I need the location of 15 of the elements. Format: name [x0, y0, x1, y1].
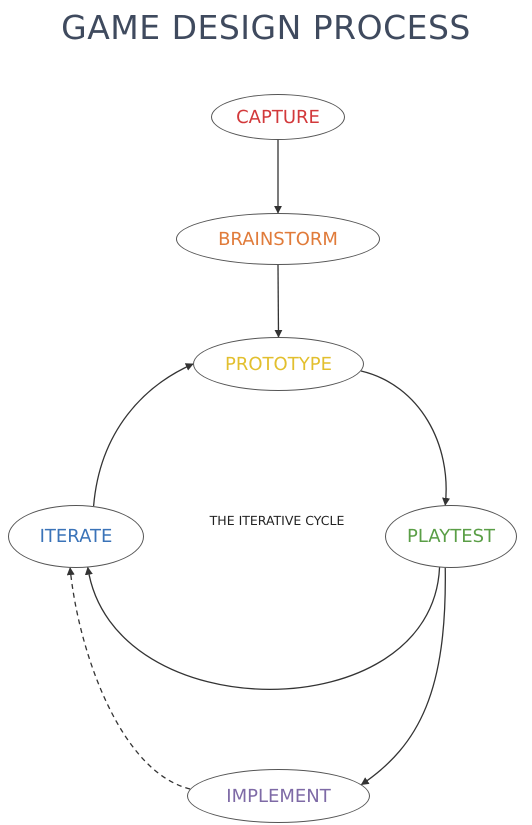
arrow: [274, 140, 282, 214]
arrow: [360, 568, 446, 786]
node-label: PROTOTYPE: [225, 354, 332, 374]
center-label: THE ITERATIVE CYCLE: [208, 513, 346, 530]
node-label: CAPTURE: [236, 106, 320, 128]
arrow: [274, 265, 282, 338]
node-label: ITERATE: [40, 526, 112, 547]
node-label: BRAINSTORM: [218, 228, 338, 250]
arrow: [92, 363, 194, 506]
arrow: [360, 370, 450, 506]
diagram-title: GAME DESIGN PROCESS: [60, 8, 472, 47]
dashed-arrow: [67, 567, 190, 790]
arrow: [86, 566, 440, 690]
node-label: PLAYTEST: [407, 526, 495, 547]
node-label: IMPLEMENT: [226, 786, 331, 806]
